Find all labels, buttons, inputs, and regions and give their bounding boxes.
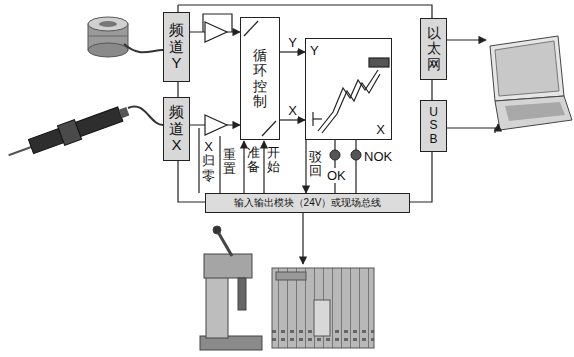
hand-press: [213, 226, 221, 234]
signal-name: 驳回: [309, 150, 322, 179]
force-curve: [313, 58, 389, 133]
signal-wire: [243, 141, 244, 193]
plc-controller: [314, 300, 330, 336]
laptop: [495, 96, 572, 130]
signal-lamp: [330, 150, 361, 160]
bus-wire: [302, 211, 303, 264]
box-label: 以太网: [427, 26, 441, 72]
signal-name: OK: [326, 168, 347, 183]
interface-box: 以太网: [420, 18, 447, 80]
force-sensor: [88, 17, 163, 57]
switch-slash: [244, 21, 258, 36]
plc-controller: [272, 268, 374, 348]
signal-connector: [280, 51, 305, 52]
linear-encoder: [57, 120, 81, 146]
box-label: 频道Y: [169, 22, 184, 72]
channel-box: 频道Y: [163, 12, 190, 82]
linear-encoder: [128, 106, 163, 125]
box-label: 频道X: [169, 104, 184, 154]
force-curve: [318, 70, 378, 131]
signal-name: X归零: [202, 140, 215, 183]
signal-lamp: [351, 150, 361, 160]
network-wire: [495, 124, 498, 128]
plc-controller: [272, 268, 374, 348]
signal-lamp: [330, 150, 340, 160]
signal-wire: [263, 141, 264, 193]
hand-press: [218, 232, 232, 256]
signal-name: 开始: [267, 146, 280, 175]
hand-press: [238, 278, 246, 310]
control-box: 循环控制: [240, 17, 280, 140]
signal-name: NOK: [364, 149, 392, 164]
switch-slash: [244, 21, 276, 136]
axis-label: X: [376, 122, 385, 137]
signal-label: X: [287, 104, 298, 118]
force-curve: [322, 74, 380, 133]
amplifier-symbol: [205, 115, 227, 135]
signal-name: 重置: [223, 148, 236, 177]
box-label: USB: [428, 106, 440, 146]
force-sensor: [88, 36, 128, 37]
axis-label: Y: [310, 43, 319, 58]
signal-wire: [199, 128, 356, 193]
signal-wire: [305, 140, 306, 193]
linear-encoder: [5, 101, 132, 164]
force-sensor: [99, 21, 117, 27]
linear-encoder: [5, 101, 163, 164]
channel-box: 频道X: [163, 97, 190, 161]
signal-label: Y: [287, 36, 298, 50]
bus-bar: 输入输出模块（24V）或现场总线: [205, 193, 410, 213]
laptop: [495, 41, 559, 96]
linear-encoder: [28, 107, 122, 154]
amplifier-symbol: [203, 14, 232, 135]
switch-slash: [262, 121, 276, 136]
network-wire: [447, 128, 495, 133]
network-wire: [447, 40, 498, 133]
frame-wire: [178, 5, 432, 202]
box-label: 输入输出模块（24V）或现场总线: [234, 196, 382, 210]
laptop: [505, 102, 565, 121]
interface-box: USB: [420, 100, 447, 152]
force-sensor: [124, 44, 163, 52]
force-curve: [313, 118, 322, 119]
graph-box: YX: [305, 38, 392, 140]
signal-wire: [355, 140, 356, 193]
linear-encoder: [119, 107, 130, 118]
network-wire: [447, 39, 486, 40]
signal-connector: [280, 119, 305, 120]
signal-wire: [219, 136, 220, 193]
force-sensor: [88, 17, 128, 31]
force-curve: [369, 58, 389, 67]
laptop: [490, 36, 564, 101]
force-sensor: [88, 43, 128, 57]
hand-press: [200, 226, 262, 350]
bus-wire: [302, 211, 303, 264]
box-label: 循环控制: [253, 48, 267, 110]
amplifier-symbol: [205, 22, 227, 42]
signal-wire: [334, 140, 335, 193]
signal-wire: [198, 128, 199, 193]
hand-press: [204, 254, 252, 278]
frame-wire: [178, 5, 432, 202]
signal-name: 准备: [247, 146, 260, 175]
linear-encoder: [9, 147, 32, 155]
plc-controller: [276, 272, 306, 280]
laptop: [490, 36, 572, 130]
